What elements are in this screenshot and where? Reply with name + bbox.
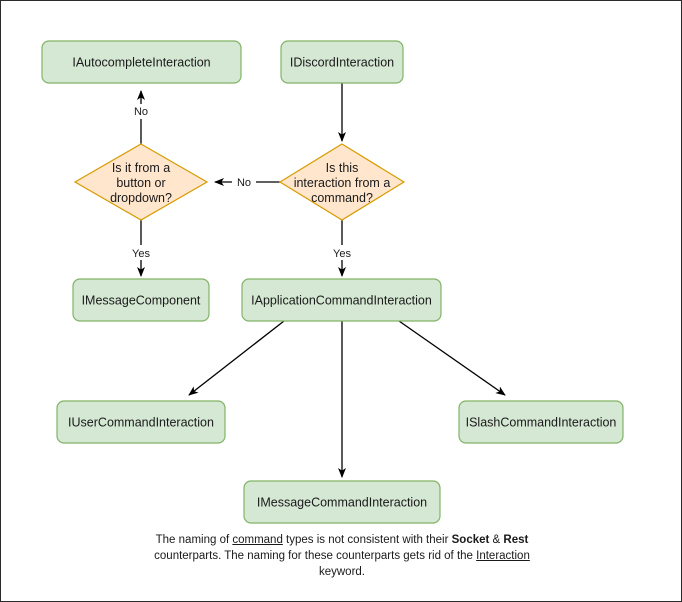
caption-line3-part1: counterparts gets rid of the — [336, 550, 477, 562]
edge-label-no-between-decisions: No — [237, 177, 251, 189]
nodes-layer: IAutocompleteInteraction IDiscordInterac… — [41, 40, 624, 524]
edge-no-between-decisions: No — [214, 174, 280, 189]
node-user-command-interaction[interactable]: IUserCommandInteraction — [56, 400, 226, 444]
caption-rest-bold: Rest — [503, 534, 529, 546]
node-label-discord-interaction: IDiscordInteraction — [290, 55, 394, 69]
node-label-decision-button-or-dropdown-line1: Is it from a — [112, 161, 170, 175]
diagram-caption: The naming of command types is not consi… — [132, 532, 552, 580]
edge-yes-to-message-component: Yes — [127, 220, 155, 277]
node-label-slash-command-interaction: ISlashCommandInteraction — [466, 415, 617, 429]
node-label-decision-button-or-dropdown-line3: dropdown? — [110, 191, 172, 205]
caption-command-keyword: command — [232, 534, 283, 546]
edge-to-slash-command — [398, 320, 506, 396]
node-label-autocomplete-interaction: IAutocompleteInteraction — [72, 55, 210, 69]
node-application-command-interaction[interactable]: IApplicationCommandInteraction — [241, 278, 442, 322]
caption-line3-part2: keyword. — [318, 566, 366, 578]
caption-line2-rest: counterparts. The naming for these — [154, 550, 333, 562]
caption-socket-bold: Socket — [451, 534, 490, 546]
edge-label-yes-application-command: Yes — [333, 248, 351, 260]
node-label-decision-button-or-dropdown-line2: button or — [116, 176, 165, 190]
node-discord-interaction[interactable]: IDiscordInteraction — [280, 40, 404, 84]
caption-line1-part1: The naming of — [155, 534, 233, 546]
caption-interaction-keyword: Interaction — [476, 550, 530, 562]
edge-no-to-autocomplete: No — [129, 90, 153, 144]
node-slash-command-interaction[interactable]: ISlashCommandInteraction — [458, 400, 624, 444]
node-label-message-component: IMessageComponent — [82, 293, 201, 307]
edge-to-user-command — [188, 320, 285, 396]
node-label-decision-from-command-line3: command? — [311, 191, 373, 205]
node-label-decision-from-command-line1: Is this — [326, 161, 359, 175]
edge-yes-to-application-command: Yes — [328, 220, 356, 277]
node-label-application-command-interaction: IApplicationCommandInteraction — [251, 293, 432, 307]
edge-label-yes-message-component: Yes — [132, 248, 150, 260]
node-decision-from-command[interactable]: Is this interaction from a command? — [278, 143, 406, 221]
edges-layer: No No Yes Yes — [127, 83, 506, 478]
node-label-decision-from-command-line2: interaction from a — [294, 176, 391, 190]
node-decision-button-or-dropdown[interactable]: Is it from a button or dropdown? — [73, 143, 209, 221]
caption-ampersand: & — [489, 534, 504, 546]
node-autocomplete-interaction[interactable]: IAutocompleteInteraction — [41, 40, 242, 84]
node-message-command-interaction[interactable]: IMessageCommandInteraction — [243, 480, 441, 524]
edge-label-no-autocomplete: No — [134, 106, 148, 118]
node-label-user-command-interaction: IUserCommandInteraction — [68, 415, 214, 429]
caption-line1-part2: types is not consistent with their — [282, 534, 449, 546]
node-message-component[interactable]: IMessageComponent — [72, 278, 210, 322]
node-label-message-command-interaction: IMessageCommandInteraction — [257, 495, 427, 509]
